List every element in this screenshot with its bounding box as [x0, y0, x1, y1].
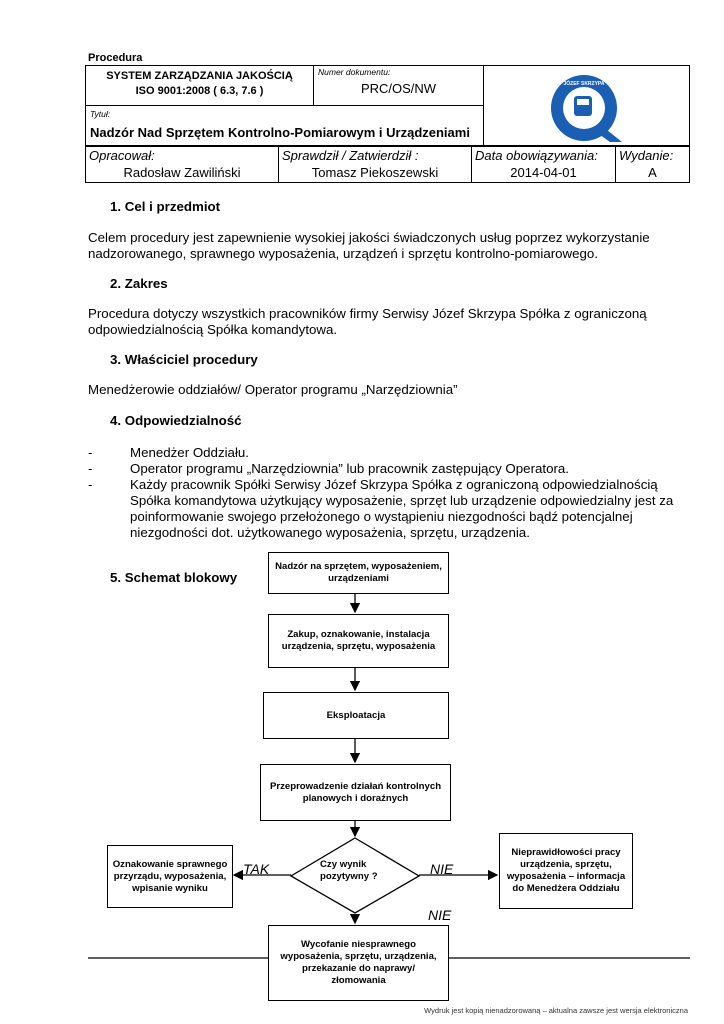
system-line1: SYSTEM ZARZĄDZANIA JAKOŚCIĄ — [106, 70, 293, 82]
doc-title: Nadzór Nad Sprzętem Kontrolno-Pomiarowym… — [90, 125, 470, 140]
yes-label: TAK — [243, 861, 270, 877]
date-label: Data obowiązywania: — [475, 148, 598, 163]
date-cell: Data obowiązywania: 2014-04-01 — [471, 146, 616, 183]
flow-box-withdraw: Wycofanie niesprawnego wyposażenia, sprz… — [268, 925, 449, 1001]
edition-label: Wydanie: — [619, 148, 674, 163]
dash: - — [88, 461, 93, 476]
doc-number: PRC/OS/NW — [360, 81, 437, 96]
date-value: 2014-04-01 — [510, 165, 577, 180]
list-item: Operator programu „Narzędziownia” lub pr… — [130, 461, 569, 476]
no-right-label: NIE — [430, 861, 454, 877]
edition-cell: Wydanie: A — [615, 146, 690, 183]
svg-text:JÓZEF SKRZYPA: JÓZEF SKRZYPA — [563, 79, 604, 87]
flow-box-supervision: Nadzór na sprzętem, wyposażeniem, urządz… — [268, 552, 449, 594]
section-heading: 3. Właściciel procedury — [110, 352, 258, 367]
flow-box-purchase: Zakup, oznakowanie, instalacja urządzeni… — [268, 614, 449, 668]
system-line2: ISO 9001:2008 ( 6.3, 7.6 ) — [135, 85, 264, 97]
section-text: Menedżerowie oddziałów/ Operator program… — [88, 382, 458, 397]
doc-type-label: Procedura — [88, 52, 143, 64]
no-down-label: NIE — [428, 907, 452, 923]
flow-box-operation: Eksploatacja — [263, 692, 449, 739]
flow-box-pass: Oznakowanie sprawnego przyrządu, wyposaż… — [107, 845, 233, 908]
flow-decision: Czy wynik pozytywny ? — [320, 859, 378, 882]
section-heading: 1. Cel i przedmiot — [110, 199, 221, 214]
prepared-label: Opracował: — [89, 148, 155, 163]
flow-box-fault: Nieprawidłowości pracy urządzenia, sprzę… — [499, 833, 633, 909]
company-logo: JÓZEF SKRZYPA — [551, 75, 622, 142]
edition-value: A — [648, 165, 657, 180]
list-item: Każdy pracownik Spółki Serwisy Józef Skr… — [130, 477, 674, 540]
prepared-cell: Opracował: Radosław Zawiliński — [85, 146, 279, 183]
checked-label: Sprawdził / Zatwierdził : — [282, 148, 419, 163]
prepared-name: Radosław Zawiliński — [123, 165, 241, 180]
title-label: Tytuł: — [90, 109, 111, 119]
checked-name: Tomasz Piekoszewski — [311, 165, 439, 180]
section-heading: 2. Zakres — [110, 276, 168, 291]
dash: - — [88, 477, 93, 492]
section-text: Celem procedury jest zapewnienie wysokie… — [88, 230, 650, 261]
doc-number-label: Numer dokumentu: — [318, 67, 391, 77]
logo-cell: JÓZEF SKRZYPA — [483, 65, 690, 146]
section-heading: 4. Odpowiedzialność — [110, 413, 242, 428]
footer-note: Wydruk jest kopią nienadzorowaną – aktua… — [424, 1006, 688, 1015]
list-item: Menedżer Oddziału. — [130, 445, 249, 460]
section-heading: 5. Schemat blokowy — [110, 570, 238, 585]
title-cell: Tytuł: Nadzór Nad Sprzętem Kontrolno-Pom… — [85, 105, 484, 146]
dash: - — [88, 445, 93, 460]
section-text: Procedura dotyczy wszystkich pracowników… — [88, 306, 647, 337]
flow-box-inspection: Przeprowadzenie działań kontrolnych plan… — [260, 764, 451, 821]
